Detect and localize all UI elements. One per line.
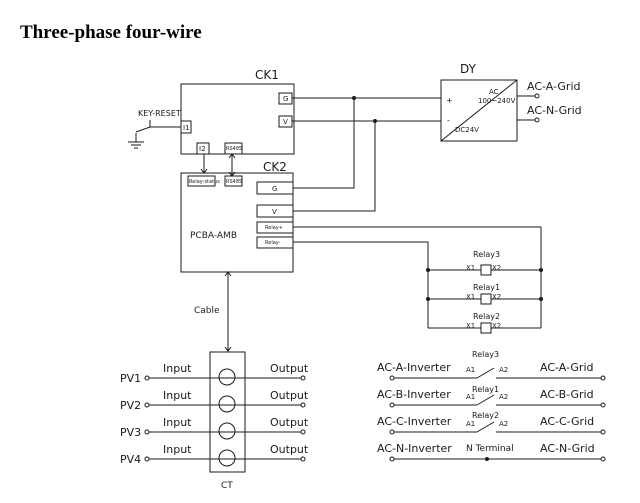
dy-ac-range: 100~240V bbox=[478, 97, 516, 105]
switch-relay-label: Relay2 bbox=[472, 411, 499, 420]
relay-coil-relay3: Relay3 X1 X2 bbox=[466, 250, 501, 276]
ct-row-pv3: PV3 Input Output bbox=[120, 416, 309, 439]
relay-coil-name: Relay1 bbox=[473, 283, 500, 292]
relay-coil-name: Relay2 bbox=[473, 312, 500, 321]
dy-power-supply: DY AC 100~240V DC24V + - bbox=[440, 62, 518, 142]
ck2-label: CK2 bbox=[263, 160, 287, 174]
ct-row-pv2: PV2 Input Output bbox=[120, 389, 309, 412]
switch-a2-label: A2 bbox=[499, 366, 508, 374]
ck2-controller: CK2 Relay-status RS485 PCBA-AMB G V Rela… bbox=[180, 160, 294, 273]
relay-coil-x2: X2 bbox=[492, 322, 501, 330]
switch-a2-label: A2 bbox=[499, 420, 508, 428]
switch-left-label: AC-A-Inverter bbox=[377, 361, 451, 374]
ck2-terminal-g: G bbox=[272, 185, 277, 193]
ck2-terminal-relay-minus: Relay- bbox=[265, 240, 281, 246]
relay-coil-x2: X2 bbox=[492, 264, 501, 272]
ck1-terminal-g: G bbox=[283, 95, 288, 103]
ct-row-pv1: PV1 Input Output bbox=[120, 362, 309, 385]
ck2-terminal-v: V bbox=[272, 208, 277, 216]
switch-a1-label: A1 bbox=[466, 420, 475, 428]
ck2-board-label: PCBA-AMB bbox=[190, 231, 237, 241]
switch-a2-label: A2 bbox=[499, 393, 508, 401]
neutral-terminal-label: N Terminal bbox=[466, 444, 514, 454]
power-bus-wires bbox=[292, 96, 441, 212]
ck-links bbox=[200, 153, 236, 177]
ck1-box bbox=[180, 83, 295, 155]
relay-coil-relay2: Relay2 X1 X2 bbox=[466, 312, 501, 334]
switch-right-label: AC-A-Grid bbox=[540, 361, 593, 374]
ck1-port-rs485: RS485 bbox=[226, 146, 242, 152]
relay-coil-x1: X1 bbox=[466, 293, 475, 301]
key-reset-switch: KEY-RESET bbox=[128, 109, 181, 149]
input-label: Input bbox=[163, 389, 192, 402]
output-label: Output bbox=[270, 416, 309, 429]
neutral-right-label: AC-N-Grid bbox=[540, 442, 595, 455]
dy-label: DY bbox=[460, 62, 477, 76]
output-label: Output bbox=[270, 389, 309, 402]
ck2-port-relay-status: Relay-status bbox=[189, 179, 220, 185]
dy-minus: - bbox=[447, 116, 450, 125]
relay-coil-x1: X1 bbox=[466, 322, 475, 330]
dy-grid-n: AC-N-Grid bbox=[527, 104, 582, 117]
pv-label: PV4 bbox=[120, 453, 141, 466]
ck2-port-rs485: RS485 bbox=[226, 179, 242, 185]
relay-coil-x1: X1 bbox=[466, 264, 475, 272]
switch-right-label: AC-C-Grid bbox=[540, 415, 594, 428]
relay-coil-box bbox=[480, 264, 492, 276]
switch-row-a: AC-A-Inverter AC-A-Grid Relay3 A1 A2 bbox=[377, 350, 606, 381]
relay-coil-relay1: Relay1 X1 X2 bbox=[466, 283, 501, 305]
neutral-row: AC-N-Inverter N Terminal AC-N-Grid bbox=[377, 442, 606, 462]
relay-coil-wiring bbox=[293, 226, 543, 329]
ck1-port-i1: I1 bbox=[183, 124, 190, 132]
relay-coil-box bbox=[480, 293, 492, 305]
switch-relay-label: Relay3 bbox=[472, 350, 499, 359]
relay-coil-box bbox=[480, 322, 492, 334]
ck2-terminal-relay-plus: Relay+ bbox=[265, 225, 283, 231]
switch-right-label: AC-B-Grid bbox=[540, 388, 594, 401]
input-label: Input bbox=[163, 416, 192, 429]
switch-left-label: AC-C-Inverter bbox=[377, 415, 452, 428]
pv-label: PV2 bbox=[120, 399, 141, 412]
key-reset-label: KEY-RESET bbox=[138, 109, 181, 118]
dy-grid-outputs: AC-A-Grid AC-N-Grid bbox=[517, 80, 582, 123]
ct-label: CT bbox=[221, 481, 233, 491]
input-label: Input bbox=[163, 362, 192, 375]
switch-a1-label: A1 bbox=[466, 393, 475, 401]
ct-row-pv4: PV4 Input Output bbox=[120, 443, 309, 466]
output-label: Output bbox=[270, 362, 309, 375]
input-label: Input bbox=[163, 443, 192, 456]
relay-coil-x2: X2 bbox=[492, 293, 501, 301]
dy-ac: AC bbox=[489, 88, 499, 96]
ck1-terminal-v: V bbox=[283, 118, 288, 126]
pv-label: PV3 bbox=[120, 426, 141, 439]
ck1-port-i2: I2 bbox=[199, 145, 206, 153]
neutral-left-label: AC-N-Inverter bbox=[377, 442, 452, 455]
cable-label: Cable bbox=[194, 306, 220, 316]
dy-plus: + bbox=[446, 96, 453, 105]
page-title: Three-phase four-wire bbox=[20, 22, 202, 43]
ck1-label: CK1 bbox=[255, 68, 279, 82]
pv-label: PV1 bbox=[120, 372, 141, 385]
ck1-controller: CK1 I1 I2 RS485 G V bbox=[180, 68, 295, 155]
switch-row-c: AC-C-Inverter AC-C-Grid Relay2 A1 A2 bbox=[377, 411, 606, 435]
ct-block: CT bbox=[209, 351, 246, 491]
dy-dc: DC24V bbox=[455, 126, 479, 134]
relay-coil-name: Relay3 bbox=[473, 250, 500, 259]
cable-link: Cable bbox=[194, 271, 232, 352]
switch-a1-label: A1 bbox=[466, 366, 475, 374]
switch-relay-label: Relay1 bbox=[472, 385, 499, 394]
switch-left-label: AC-B-Inverter bbox=[377, 388, 451, 401]
output-label: Output bbox=[270, 443, 309, 456]
dy-grid-a: AC-A-Grid bbox=[527, 80, 580, 93]
switch-row-b: AC-B-Inverter AC-B-Grid Relay1 A1 A2 bbox=[377, 385, 606, 408]
